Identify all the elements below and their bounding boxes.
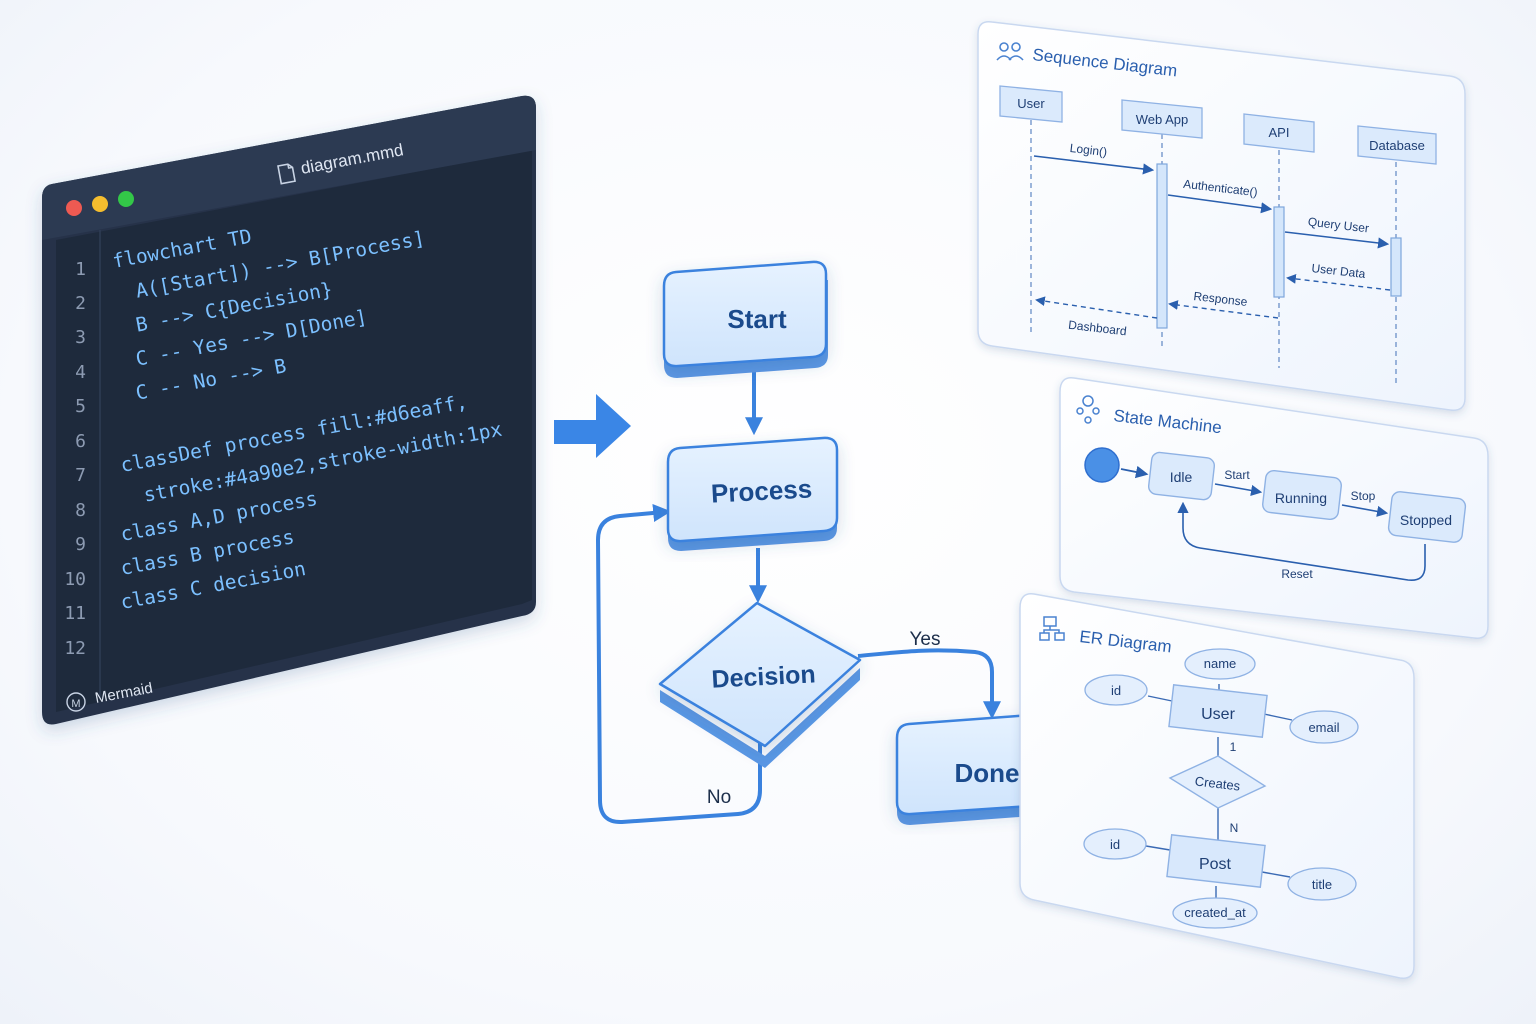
mermaid-logo-icon bbox=[66, 692, 86, 712]
state-machine-icon bbox=[1076, 395, 1100, 424]
relationship-label: Creates bbox=[1194, 774, 1241, 794]
flowchart: Start Process Decision Done Yes No bbox=[595, 260, 1060, 825]
er-connectors bbox=[1145, 684, 1293, 898]
er-diagram-icon bbox=[1039, 616, 1065, 641]
flowchart-edges bbox=[595, 372, 1001, 825]
participant-user[interactable]: User bbox=[999, 85, 1063, 123]
line-number: 11 bbox=[64, 603, 86, 624]
participant-label: Web App bbox=[1136, 112, 1189, 127]
attribute-post-title[interactable]: title bbox=[1287, 867, 1357, 901]
state-transitions: Start Stop Reset bbox=[1177, 468, 1426, 582]
done-label: Done bbox=[955, 758, 1020, 788]
initial-state-icon bbox=[1084, 447, 1120, 483]
process-label: Process bbox=[710, 473, 813, 508]
relationship-creates[interactable]: Creates bbox=[1168, 755, 1267, 809]
participant-label: API bbox=[1269, 125, 1290, 140]
attribute-label: title bbox=[1312, 877, 1332, 892]
line-number: 1 bbox=[75, 259, 86, 280]
cardinality-one-label: 1 bbox=[1230, 740, 1237, 754]
decision-label: Decision bbox=[711, 660, 817, 693]
transition-label: Stop bbox=[1351, 489, 1376, 503]
state-label: Stopped bbox=[1400, 512, 1452, 528]
line-number: 5 bbox=[75, 396, 86, 417]
state-running[interactable]: Running bbox=[1262, 469, 1342, 521]
message-label: Query User bbox=[1307, 215, 1370, 236]
message-label: Login() bbox=[1069, 141, 1108, 159]
attribute-label: id bbox=[1110, 837, 1120, 852]
entity-label: Post bbox=[1199, 856, 1232, 873]
attribute-post-created-at[interactable]: created_at bbox=[1172, 897, 1258, 929]
message-label: Dashboard bbox=[1067, 318, 1127, 339]
sequence-diagram-icon bbox=[996, 42, 1024, 61]
state-label: Idle bbox=[1170, 469, 1193, 485]
start-node[interactable]: Start bbox=[662, 260, 828, 378]
attribute-user-email[interactable]: email bbox=[1289, 710, 1359, 744]
er-diagram-panel[interactable]: ER Diagram User Post Creates 1 N nam bbox=[1019, 593, 1415, 979]
sequence-diagram-panel[interactable]: Sequence Diagram User Web App API Databa… bbox=[977, 21, 1466, 411]
state-label: Running bbox=[1275, 490, 1327, 506]
sequence-activations bbox=[1156, 163, 1402, 329]
attribute-label: email bbox=[1308, 720, 1339, 735]
attribute-post-id[interactable]: id bbox=[1083, 828, 1147, 860]
message-label: User Data bbox=[1311, 261, 1367, 281]
line-number: 9 bbox=[75, 534, 86, 555]
close-dot[interactable] bbox=[66, 200, 82, 216]
line-number: 12 bbox=[64, 638, 86, 659]
start-label: Start bbox=[727, 304, 787, 334]
transform-arrow-icon bbox=[554, 394, 631, 458]
no-edge-label: No bbox=[707, 787, 731, 808]
code-editor-window: diagram.mmd 1 2 3 4 5 6 7 8 9 10 11 12 f… bbox=[42, 95, 536, 725]
entity-post[interactable]: Post bbox=[1166, 834, 1266, 888]
participant-api[interactable]: API bbox=[1243, 113, 1315, 153]
attribute-label: name bbox=[1204, 656, 1237, 671]
transition-label: Start bbox=[1224, 468, 1250, 482]
file-icon bbox=[277, 163, 296, 185]
line-number: 8 bbox=[75, 500, 86, 521]
cardinality-many-label: N bbox=[1230, 821, 1239, 835]
entity-label: User bbox=[1201, 706, 1235, 723]
line-number: 4 bbox=[75, 362, 86, 383]
participant-database[interactable]: Database bbox=[1357, 125, 1437, 165]
state-idle[interactable]: Idle bbox=[1147, 451, 1216, 501]
attribute-label: created_at bbox=[1184, 905, 1246, 920]
participant-label: User bbox=[1017, 96, 1045, 111]
line-numbers: 1 2 3 4 5 6 7 8 9 10 11 12 bbox=[64, 259, 86, 659]
line-number: 10 bbox=[64, 569, 86, 590]
sequence-messages: Login() Authenticate() Query User User D… bbox=[1033, 141, 1391, 339]
state-machine-panel[interactable]: State Machine Idle Running Stopped Start… bbox=[1059, 377, 1489, 639]
yes-edge-label: Yes bbox=[910, 629, 941, 650]
decision-node[interactable]: Decision bbox=[658, 601, 862, 768]
message-label: Response bbox=[1193, 289, 1249, 309]
line-number: 3 bbox=[75, 327, 86, 348]
participant-web-app[interactable]: Web App bbox=[1121, 99, 1203, 139]
mermaid-logo-letter: M bbox=[71, 698, 80, 710]
attribute-label: id bbox=[1111, 683, 1121, 698]
entity-user[interactable]: User bbox=[1168, 684, 1268, 738]
transition-label: Reset bbox=[1281, 567, 1313, 581]
line-number: 6 bbox=[75, 431, 86, 452]
line-number: 7 bbox=[75, 465, 86, 486]
attribute-user-name[interactable]: name bbox=[1184, 648, 1256, 680]
line-number: 2 bbox=[75, 293, 86, 314]
participant-label: Database bbox=[1369, 138, 1425, 153]
process-node[interactable]: Process bbox=[666, 436, 839, 551]
state-stopped[interactable]: Stopped bbox=[1387, 491, 1467, 543]
attribute-user-id[interactable]: id bbox=[1084, 674, 1148, 706]
maximize-dot[interactable] bbox=[118, 191, 134, 207]
minimize-dot[interactable] bbox=[92, 196, 108, 212]
